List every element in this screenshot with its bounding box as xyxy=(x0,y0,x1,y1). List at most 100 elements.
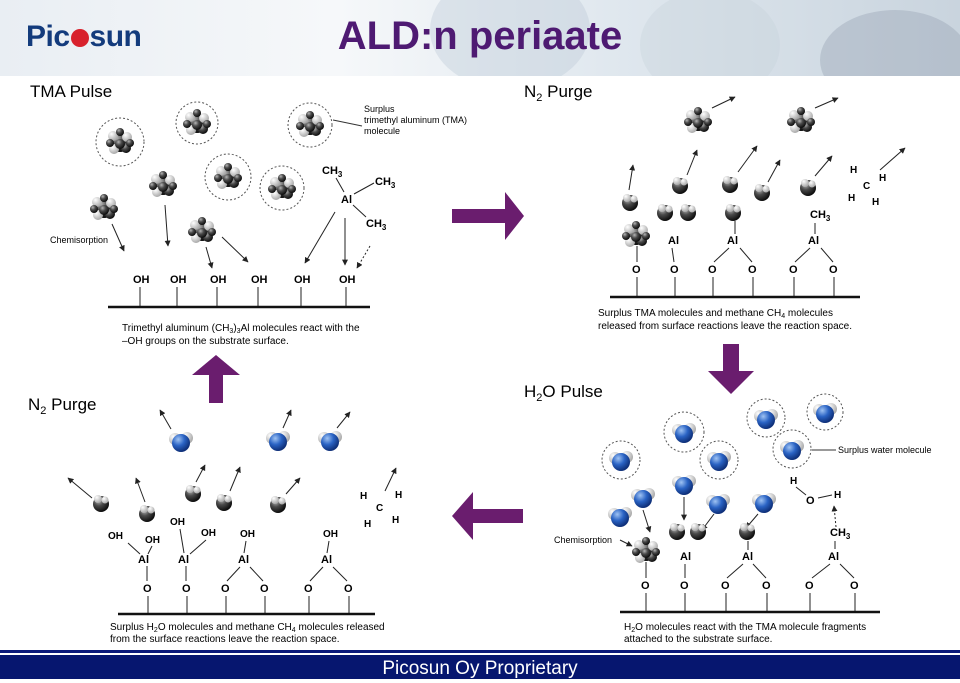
caption-h2o-pulse: H2O molecules react with the TMA molecul… xyxy=(624,622,869,645)
svg-text:OH: OH xyxy=(145,535,160,546)
svg-text:H: H xyxy=(395,490,402,501)
ald-cycle-diagram: TMA Pulse Surplus trimethyl aluminum (TM… xyxy=(28,82,932,645)
arrow-line xyxy=(229,466,241,492)
tma-molecule xyxy=(259,165,305,211)
svg-text:O: O xyxy=(304,583,313,595)
tma-molecule xyxy=(90,194,118,220)
cycle-arrow-down xyxy=(708,344,754,394)
methyl-fragment xyxy=(722,176,738,193)
water-molecule xyxy=(318,431,342,451)
methyl-fragment xyxy=(739,523,755,540)
svg-text:O: O xyxy=(806,495,815,507)
footer-bar: Picosun Oy Proprietary xyxy=(0,655,960,679)
water-molecule xyxy=(601,440,641,480)
water-molecule xyxy=(631,488,655,508)
methyl-fragment xyxy=(216,494,232,511)
methyl-fragment xyxy=(185,485,201,502)
svg-text:O: O xyxy=(221,583,230,595)
tma-molecule xyxy=(188,217,216,243)
arrow-line xyxy=(619,539,633,547)
tma-molecule xyxy=(287,102,333,148)
svg-text:O: O xyxy=(143,583,152,595)
svg-text:O: O xyxy=(344,583,353,595)
tma-structure: CH3 CH3 Al CH3 xyxy=(322,165,396,232)
svg-text:O: O xyxy=(680,580,689,592)
svg-text:O: O xyxy=(829,264,838,276)
methyl-fragment xyxy=(725,204,741,221)
svg-text:OH: OH xyxy=(108,531,123,542)
svg-text:Al: Al xyxy=(742,551,753,563)
logo-dot-icon xyxy=(70,29,89,47)
methyl-fragment xyxy=(754,184,770,201)
methyl-fragment xyxy=(800,179,816,196)
svg-text:O: O xyxy=(805,580,814,592)
water-molecule xyxy=(746,398,786,438)
arrow-line xyxy=(205,246,214,269)
svg-text:Al: Al xyxy=(808,235,819,247)
panel-title-h2o-pulse: H2O Pulse xyxy=(524,382,603,404)
arrow-line xyxy=(111,223,125,252)
svg-text:O: O xyxy=(748,264,757,276)
svg-text:O: O xyxy=(721,580,730,592)
panel-title-n2-purge: N2 Purge xyxy=(524,82,593,104)
tma-molecule xyxy=(149,171,177,197)
svg-text:C: C xyxy=(376,503,383,514)
surface-structure: Al Al Al CH3 O O O O O O xyxy=(610,209,860,299)
svg-text:O: O xyxy=(850,580,859,592)
arrow-line xyxy=(628,164,636,191)
svg-text:H: H xyxy=(364,519,371,530)
caption-tma-pulse: Trimethyl aluminum (CH3)3Al molecules re… xyxy=(122,323,362,347)
methyl-fragment xyxy=(622,194,638,211)
svg-text:Al: Al xyxy=(828,551,839,563)
arrow-line xyxy=(135,477,146,503)
arrow-line xyxy=(164,204,171,247)
arrow-line xyxy=(67,477,93,499)
svg-text:CH3: CH3 xyxy=(322,165,343,179)
tma-molecule xyxy=(95,117,145,167)
tma-fragment-bonded xyxy=(632,537,660,563)
svg-text:H: H xyxy=(872,197,879,208)
panel-tma-pulse: TMA Pulse Surplus trimethyl aluminum (TM… xyxy=(30,82,470,347)
tma-molecule xyxy=(204,153,252,201)
svg-text:Al: Al xyxy=(727,235,738,247)
svg-text:Al: Al xyxy=(668,235,679,247)
svg-text:O: O xyxy=(182,583,191,595)
svg-text:O: O xyxy=(632,264,641,276)
svg-text:OH: OH xyxy=(240,529,255,540)
surplus-tma-label: Surplus trimethyl aluminum (TMA) molecul… xyxy=(364,104,470,136)
svg-text:H: H xyxy=(392,515,399,526)
substrate-surface: OH OH OH OH OH OH xyxy=(108,274,370,309)
surface-structure: OH OH OH OH OH OH Al Al Al Al O O O O O … xyxy=(108,517,375,616)
methyl-fragment xyxy=(690,523,706,540)
arrow-line xyxy=(336,411,351,429)
arrow-line xyxy=(304,211,336,264)
arrow-line xyxy=(711,96,736,109)
svg-text:OH: OH xyxy=(170,517,185,528)
methyl-fragment xyxy=(139,505,155,522)
page-title: ALD:n periaate xyxy=(337,14,623,58)
svg-text:O: O xyxy=(260,583,269,595)
svg-text:H: H xyxy=(850,165,857,176)
svg-text:Al: Al xyxy=(341,194,352,206)
svg-text:O: O xyxy=(708,264,717,276)
surplus-water-label: Surplus water molecule xyxy=(838,445,932,455)
svg-text:O: O xyxy=(789,264,798,276)
svg-text:OH: OH xyxy=(251,274,268,286)
svg-text:OH: OH xyxy=(294,274,311,286)
arrow-line xyxy=(159,409,172,430)
svg-text:H: H xyxy=(834,490,841,501)
water-molecule xyxy=(266,431,290,451)
tma-fragment-bonded xyxy=(622,221,650,247)
panel-title-n2-purge: N2 Purge xyxy=(28,395,97,417)
svg-text:O: O xyxy=(670,264,679,276)
arrow-line xyxy=(737,145,758,173)
svg-text:C: C xyxy=(863,181,870,192)
panel-h2o-pulse: H2O Pulse Surplus water molecule Chemiso… xyxy=(524,382,932,645)
banner-decoration xyxy=(640,0,780,76)
svg-text:O: O xyxy=(641,580,650,592)
panel-title-tma-pulse: TMA Pulse xyxy=(30,82,112,101)
tma-molecule xyxy=(175,101,219,145)
svg-text:OH: OH xyxy=(201,528,216,539)
chemisorption-label: Chemisorption xyxy=(50,235,108,245)
